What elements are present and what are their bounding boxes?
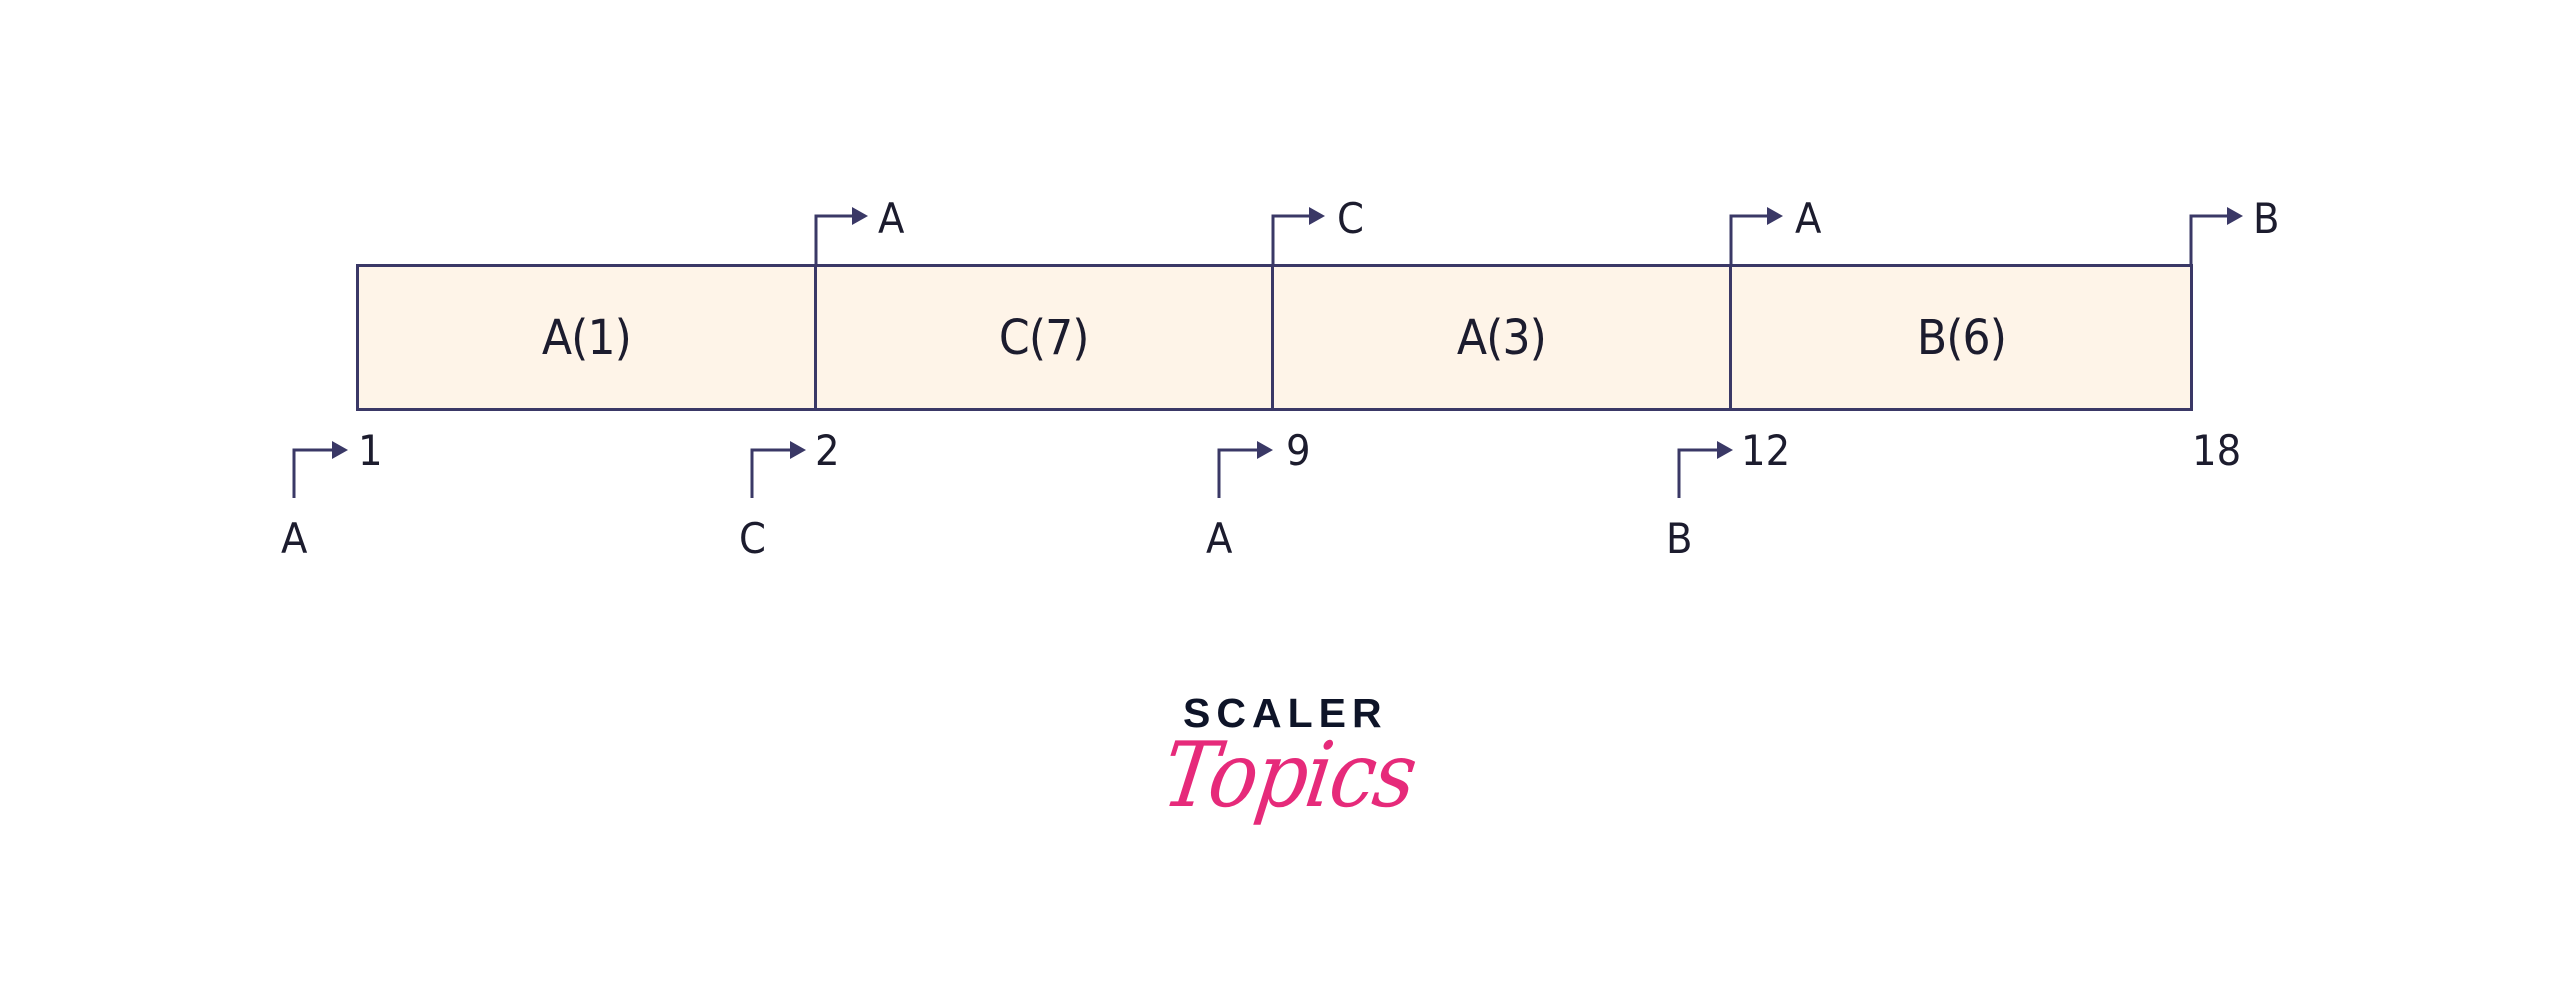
- logo-scaler-text: SCALER: [1183, 690, 1388, 736]
- time-tick: 1: [358, 426, 383, 475]
- segment-label: C(7): [999, 309, 1090, 366]
- logo-topics-text: Topics: [1156, 723, 1422, 828]
- segment-label: B(6): [1916, 309, 2006, 366]
- time-tick: 12: [1741, 426, 1791, 475]
- segment-a3: A(3): [1274, 264, 1732, 411]
- segment-b6: B(6): [1732, 264, 2193, 411]
- arrival-arrow-icon: [750, 448, 792, 498]
- segment-a1: A(1): [356, 264, 817, 411]
- segment-label: A(3): [1456, 309, 1547, 366]
- segment-label: A(1): [541, 309, 632, 366]
- departure-arrow-icon: [814, 214, 854, 264]
- arrival-arrow-icon: [1677, 448, 1719, 498]
- arrival-arrow-icon: [292, 448, 334, 498]
- departure-label: A: [1795, 194, 1822, 243]
- time-tick: 9: [1286, 426, 1311, 475]
- arrival-label: B: [1666, 514, 1693, 563]
- departure-label: A: [878, 194, 905, 243]
- arrival-label: C: [739, 514, 766, 563]
- arrival-label: A: [1206, 514, 1233, 563]
- departure-arrow-icon: [1271, 214, 1311, 264]
- arrival-label: A: [281, 514, 308, 563]
- time-tick: 2: [815, 426, 840, 475]
- arrival-arrow-icon: [1217, 448, 1259, 498]
- scaler-topics-logo: SCALER Topics: [1150, 685, 1421, 885]
- time-tick: 18: [2192, 426, 2242, 475]
- departure-arrow-icon: [2189, 214, 2229, 264]
- departure-label: B: [2253, 194, 2280, 243]
- departure-label: C: [1337, 194, 1364, 243]
- segment-c7: C(7): [817, 264, 1274, 411]
- departure-arrow-icon: [1729, 214, 1769, 264]
